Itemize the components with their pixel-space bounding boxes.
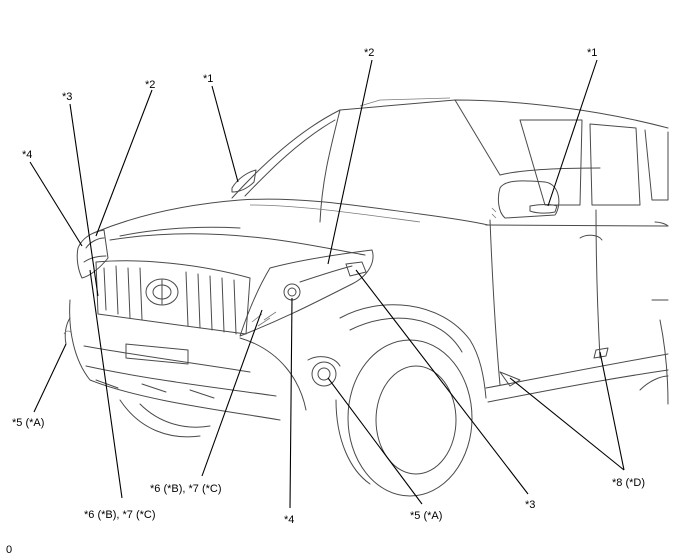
callout-4-bottom: *4 — [284, 514, 294, 526]
callout-6-7-left: *6 (*B), *7 (*C) — [84, 509, 156, 521]
leader-lines — [29, 59, 625, 509]
callout-4-left: *4 — [22, 149, 32, 161]
callout-2-headlamp: *2 — [364, 47, 374, 59]
callout-6-7-center: *6 (*B), *7 (*C) — [150, 483, 222, 495]
callout-2-left-headlamp: *2 — [145, 79, 155, 91]
callout-3-left: *3 — [62, 91, 72, 103]
callout-1-left-mirror: *1 — [203, 73, 213, 85]
vehicle-illustration — [63, 97, 669, 497]
callout-labels: *1 *1 *2 *2 *3 *4 *5 (*A) *6 (*B), *7 (*… — [12, 47, 645, 526]
figure-code: 0 — [6, 544, 13, 556]
callout-8-side: *8 (*D) — [612, 477, 645, 489]
callout-1-mirror: *1 — [587, 47, 597, 59]
callout-5-left-fog: *5 (*A) — [12, 417, 44, 429]
callout-3-bottom-right: *3 — [525, 499, 535, 511]
callout-5-fog: *5 (*A) — [410, 510, 442, 522]
